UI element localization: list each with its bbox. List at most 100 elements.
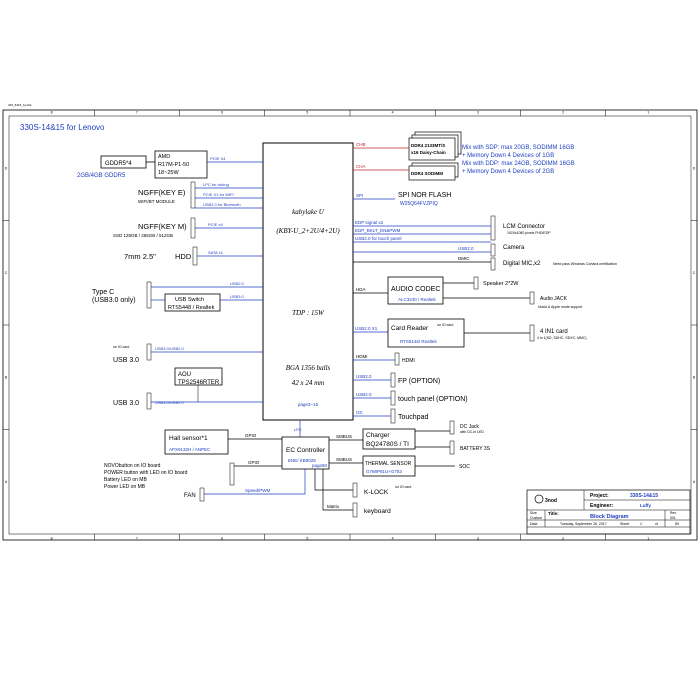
novo-note-3: Battery LED on MB: [104, 477, 147, 483]
pad-title: Touchpad: [398, 414, 428, 421]
gpu-power: 18~25W: [158, 170, 179, 176]
ngff-m-connector: [190, 217, 196, 239]
lcm-sub: 1920x1080 pixels FHD/EDP: [507, 231, 551, 235]
card-reader-part: RTS5146/ Realtek: [400, 339, 437, 344]
dmic-label: DMIC: [458, 256, 470, 261]
fan-link-label: Speed/PWM: [245, 488, 271, 493]
title-block: [526, 489, 691, 535]
hall-part: APX9132H / ANPEC: [169, 447, 211, 452]
usb-switch-part: RTS5448 / Realtek: [168, 305, 215, 311]
border-column-label: 3: [477, 537, 479, 541]
fp-title: FP (OPTION): [398, 378, 440, 385]
charger-title: Charger: [366, 432, 390, 439]
klock-title: K-LOCK: [364, 489, 389, 496]
smbus1-label: SMBUS: [336, 434, 352, 439]
typec-usb3-label: USB3.0: [230, 294, 245, 299]
mic-note: Need pass Windows Cortana certification: [553, 262, 617, 266]
card-link-label: USB2.0 X1: [355, 326, 378, 331]
dc-connector: [449, 420, 455, 435]
smbus2-label: SMBUS: [336, 457, 352, 462]
pad-link-label: I2C: [356, 410, 364, 415]
hdd-link-label: SATA x1: [208, 250, 224, 255]
title-label: Title:: [548, 511, 559, 516]
lcm-title: LCM Connector: [503, 224, 545, 230]
lcm-connector: [490, 215, 496, 241]
hdd-title: HDD: [175, 252, 192, 261]
fan-connector: [199, 487, 205, 502]
pad-connector: [390, 408, 396, 424]
dmic-connector: [490, 257, 496, 271]
ec-box: [281, 436, 330, 470]
border-row-label: D: [693, 166, 696, 170]
dc-title: DC Jack: [460, 424, 479, 430]
novo-connector: [229, 462, 235, 486]
speaker-title: Speaker 2*2W: [483, 281, 519, 287]
engineer-label: Engineer:: [590, 503, 613, 509]
usb1-connector: [146, 343, 152, 361]
page-title: 330S-14&15 for Lenovo: [20, 123, 105, 132]
gpu-memory: 2GB/4GB GDDR5: [77, 173, 126, 179]
cha-label: CHA: [356, 164, 366, 169]
audio-codec-box: [387, 276, 444, 305]
usb-switch-title: USB Switch: [175, 297, 204, 303]
hda-label: HDA: [356, 287, 366, 292]
ec-title: EC Controller: [286, 447, 326, 454]
cpu-name: kabylake U: [292, 208, 325, 216]
klock-connector: [352, 482, 358, 498]
speaker-connector: [473, 276, 479, 290]
gpu-pcie-label: PCIE X4: [210, 156, 226, 161]
ngff-m-title: NGFF(KEY M): [138, 222, 187, 231]
cpu-size: 42 x 24 mm: [292, 379, 324, 387]
ngff-m-link-label: PCIE x4: [208, 222, 223, 227]
tp-title: touch panel (OPTION): [398, 396, 468, 403]
card-slot-connector: [529, 324, 535, 342]
spi-part: W25Q64FVZPIQ: [400, 201, 438, 207]
ngff-e-link-1-label: LPC for dubug: [203, 182, 229, 187]
border-column-label: 1: [647, 537, 649, 541]
ddr4-speed: DDR4 2133MT/S: [411, 143, 445, 148]
fan-title: FAN: [184, 493, 196, 499]
cpu-block: [262, 142, 354, 421]
ec-part: ENE/ KB9028: [288, 458, 316, 463]
fp-connector: [390, 372, 396, 388]
hall-title: Hall sensor*1: [169, 435, 208, 442]
fp-link-label: USB2.0: [356, 374, 372, 379]
usb2-title: USB 3.0: [113, 400, 139, 407]
keyboard-title: keyboard: [364, 508, 391, 515]
sheet-of: of: [655, 522, 658, 526]
audio-codec-title: AUDIO CODEC: [391, 286, 440, 293]
memory-note-1: Mix with SDP: max 20GB, SODIMM 16GB: [462, 145, 574, 151]
border-column-label: 3: [477, 111, 479, 115]
keyboard-link: [322, 469, 353, 511]
sheet-label: Sheet: [620, 522, 629, 526]
usb2-connector: [146, 392, 152, 410]
tp-connector: [390, 390, 396, 406]
gpu-box: [154, 150, 208, 179]
audio-codec-part: ALC3240 / Realtek: [398, 297, 437, 302]
novo-note-4: Power LED on MB: [104, 484, 146, 490]
border-row-label: C: [693, 271, 696, 275]
usb-switch-box: [164, 293, 221, 312]
cpu-package: BGA 1356 balls: [286, 364, 331, 372]
hdd-size: 7mm 2.5": [124, 252, 156, 261]
gpu-part: R17M-P1-50: [158, 162, 189, 168]
border-column-label: 6: [221, 111, 223, 115]
sodimm-label: DDR4 SODIMM: [411, 171, 443, 176]
thermal-title: THERMAL SENSOR: [365, 461, 412, 467]
soc-title: SOC: [459, 464, 470, 470]
card-reader-note: on IO card: [437, 323, 453, 327]
border-row-label: D: [5, 166, 8, 170]
tp-link-label: USB2.0: [356, 392, 372, 397]
aou-part: TPS2546RTER: [178, 380, 220, 386]
novo-note-1: NOVObutton on IO board: [104, 463, 161, 469]
camera-title: Camera: [503, 245, 525, 251]
klock-link: [314, 469, 353, 491]
ngff-e-sub: WIFI/BT MODULE: [138, 199, 175, 204]
border-row-label: B: [5, 375, 8, 379]
border-row-label: A: [693, 480, 696, 484]
battery-connector: [449, 440, 455, 455]
hdmi-title: HDMI: [402, 358, 415, 364]
bklt-label: EDP_BKLT_EN&PWM: [355, 228, 401, 233]
aou-title: AOU: [178, 372, 191, 378]
sheet-total: 89: [675, 522, 679, 526]
